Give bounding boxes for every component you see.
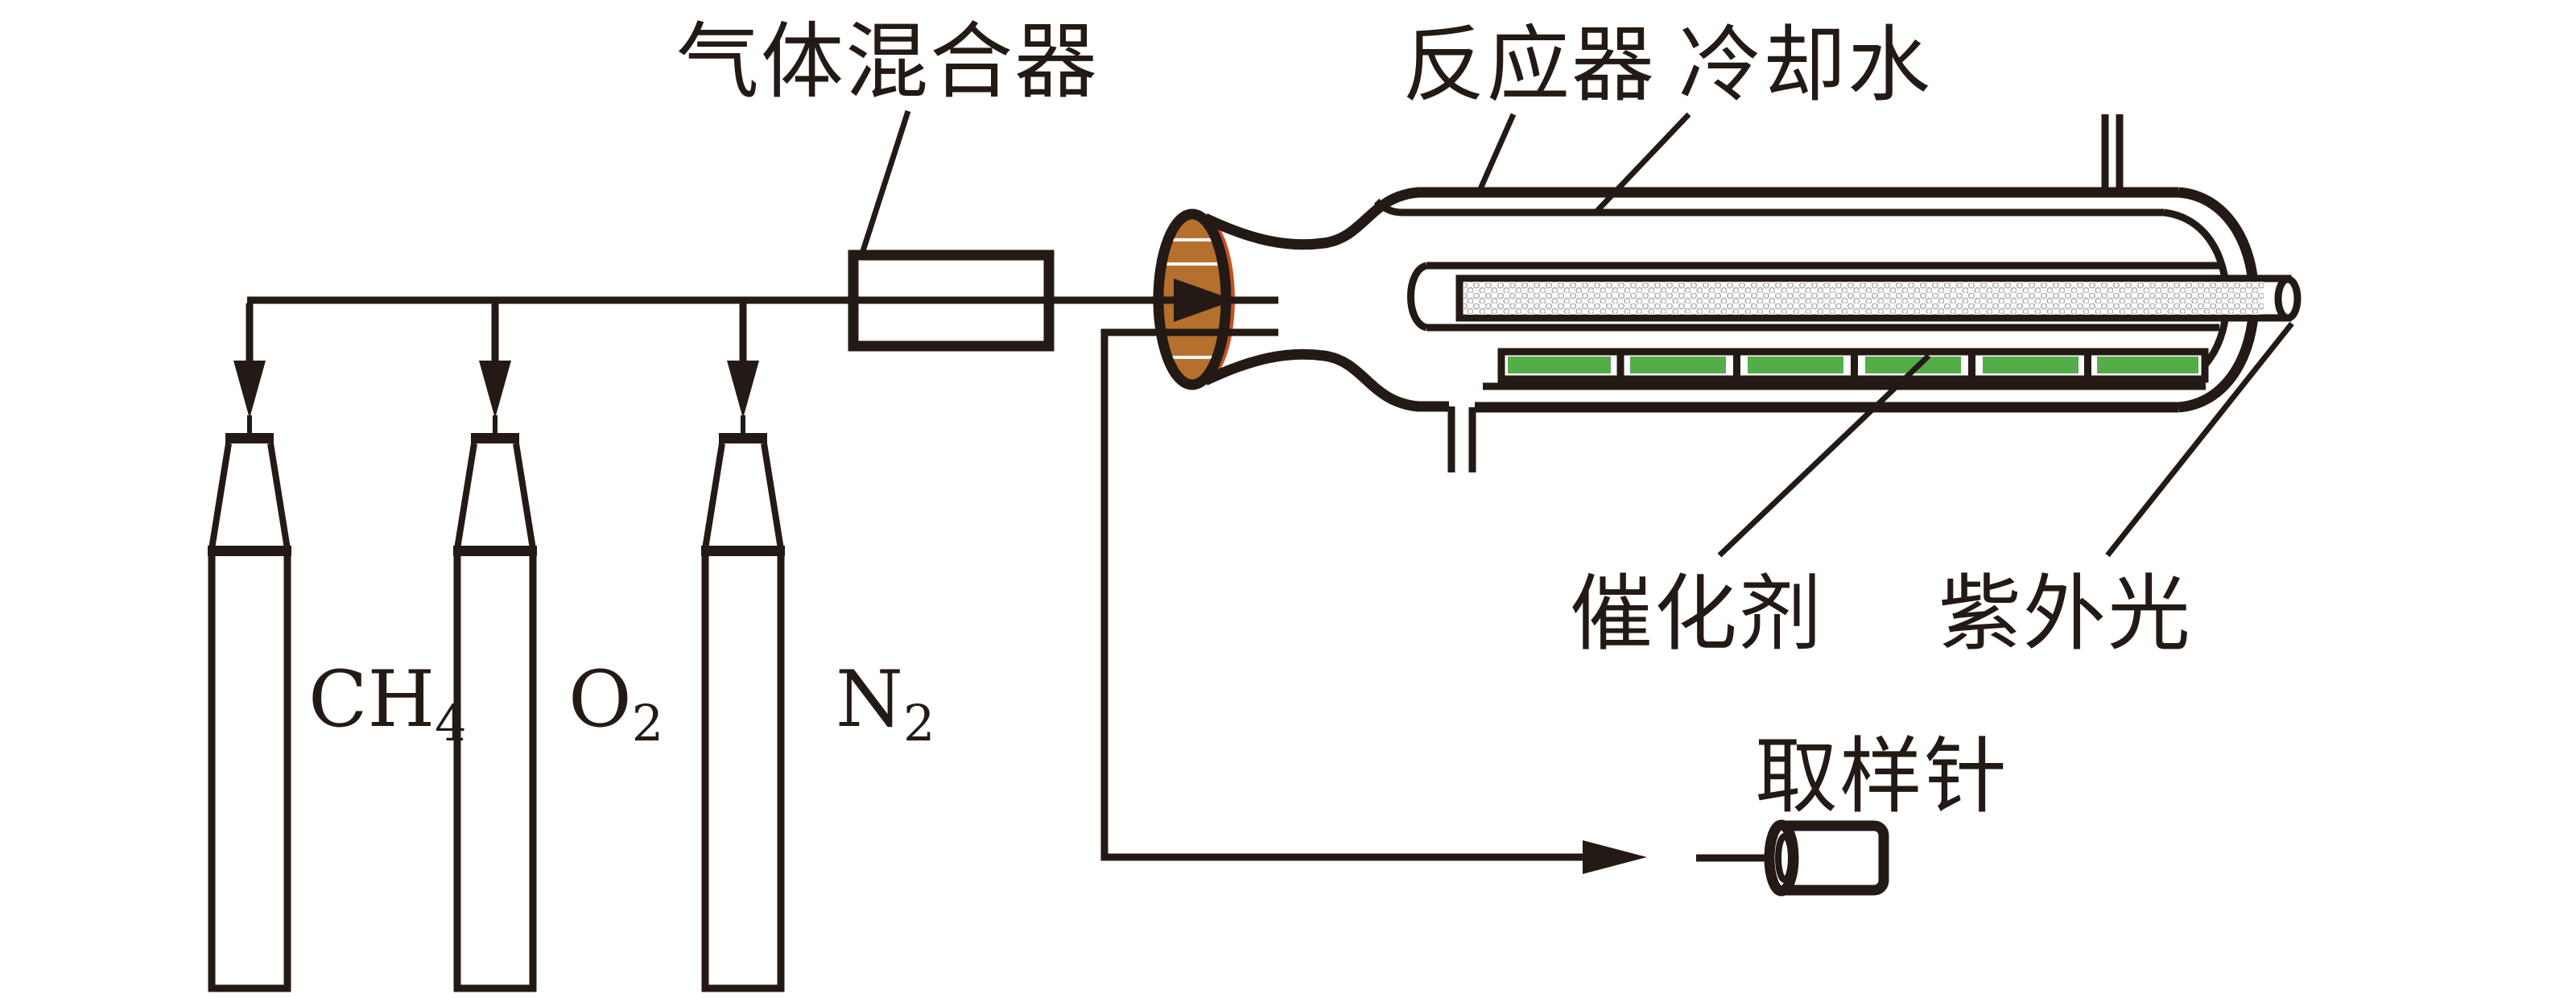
sampling-syringe bbox=[1696, 819, 1889, 897]
gas-mixer-pointer-line bbox=[858, 109, 911, 258]
gas-cylinder-o2 bbox=[453, 303, 537, 992]
cylinder-valve-cap bbox=[471, 433, 519, 443]
catalyst-divider-tick bbox=[1733, 355, 1740, 377]
cylinder-label-n2: N2 bbox=[836, 654, 935, 753]
catalyst-segment bbox=[2097, 357, 2198, 373]
cylinder-label-o2: O2 bbox=[568, 654, 663, 753]
uv-light-pointer-line bbox=[2105, 321, 2294, 558]
sample-outlet-line bbox=[1100, 328, 1586, 861]
catalyst-label: 催化剂 bbox=[1570, 566, 1823, 662]
catalyst-segment bbox=[1508, 357, 1611, 373]
gas-cylinder-ch4 bbox=[208, 303, 291, 992]
cylinder-valve-cap bbox=[225, 433, 274, 443]
catalyst-segments bbox=[1508, 355, 2198, 377]
gas-mixer-label: 气体混合器 bbox=[676, 14, 1099, 110]
catalyst-divider-tick bbox=[1851, 355, 1858, 377]
cylinder-shoulder bbox=[208, 546, 291, 556]
catalyst-divider-tick bbox=[1616, 355, 1624, 377]
gas-cylinder-n2 bbox=[701, 303, 785, 992]
cooling-jacket bbox=[1373, 114, 2231, 390]
gas-flow-arrow bbox=[233, 361, 266, 419]
cylinder-valve-cap bbox=[719, 433, 767, 443]
gas-flow-arrow bbox=[479, 361, 511, 419]
syringe-seal bbox=[1775, 833, 1794, 883]
jacket-inner-top-wall bbox=[1373, 198, 2164, 217]
reactor-outer-bottom-wall-left bbox=[1203, 348, 1449, 412]
cylinder-shoulder bbox=[453, 546, 537, 556]
uv-lamp bbox=[1455, 274, 2301, 322]
catalyst-divider-tick bbox=[1968, 355, 1975, 377]
catalyst-segment bbox=[1983, 357, 2079, 373]
reactor-outer-top-wall bbox=[1203, 187, 2178, 250]
sampling-needle-label: 取样针 bbox=[1755, 728, 2008, 825]
catalyst-segment bbox=[1865, 357, 1961, 373]
cylinder-shoulder bbox=[701, 546, 785, 556]
uv-lamp-end-cap bbox=[2274, 275, 2301, 322]
catalyst-segment bbox=[1630, 357, 1726, 373]
catalyst-bed bbox=[1497, 348, 2209, 383]
sample-arrowhead bbox=[1583, 840, 1647, 874]
reactor-pointer-line bbox=[1476, 113, 1517, 192]
reactor-label: 反应器 bbox=[1402, 17, 1656, 113]
catalyst-divider-tick bbox=[2084, 355, 2091, 377]
catalyst-segment bbox=[1748, 357, 1843, 373]
reactor-bottom-outlet-tube bbox=[1447, 406, 1476, 472]
cooling-water-label: 冷却水 bbox=[1678, 17, 1932, 113]
inlet-arrowhead bbox=[1174, 278, 1235, 322]
cooling-water-pointer-line bbox=[1594, 112, 1691, 214]
uv-lamp-hatch bbox=[1463, 282, 2264, 315]
cylinder-label-ch4: CH4 bbox=[308, 654, 467, 753]
gas-flow-arrow bbox=[727, 361, 759, 419]
lamp-well-tube bbox=[1407, 262, 2219, 332]
catalyst-pointer-line bbox=[1717, 353, 1931, 558]
uv-light-label: 紫外光 bbox=[1938, 566, 2192, 662]
